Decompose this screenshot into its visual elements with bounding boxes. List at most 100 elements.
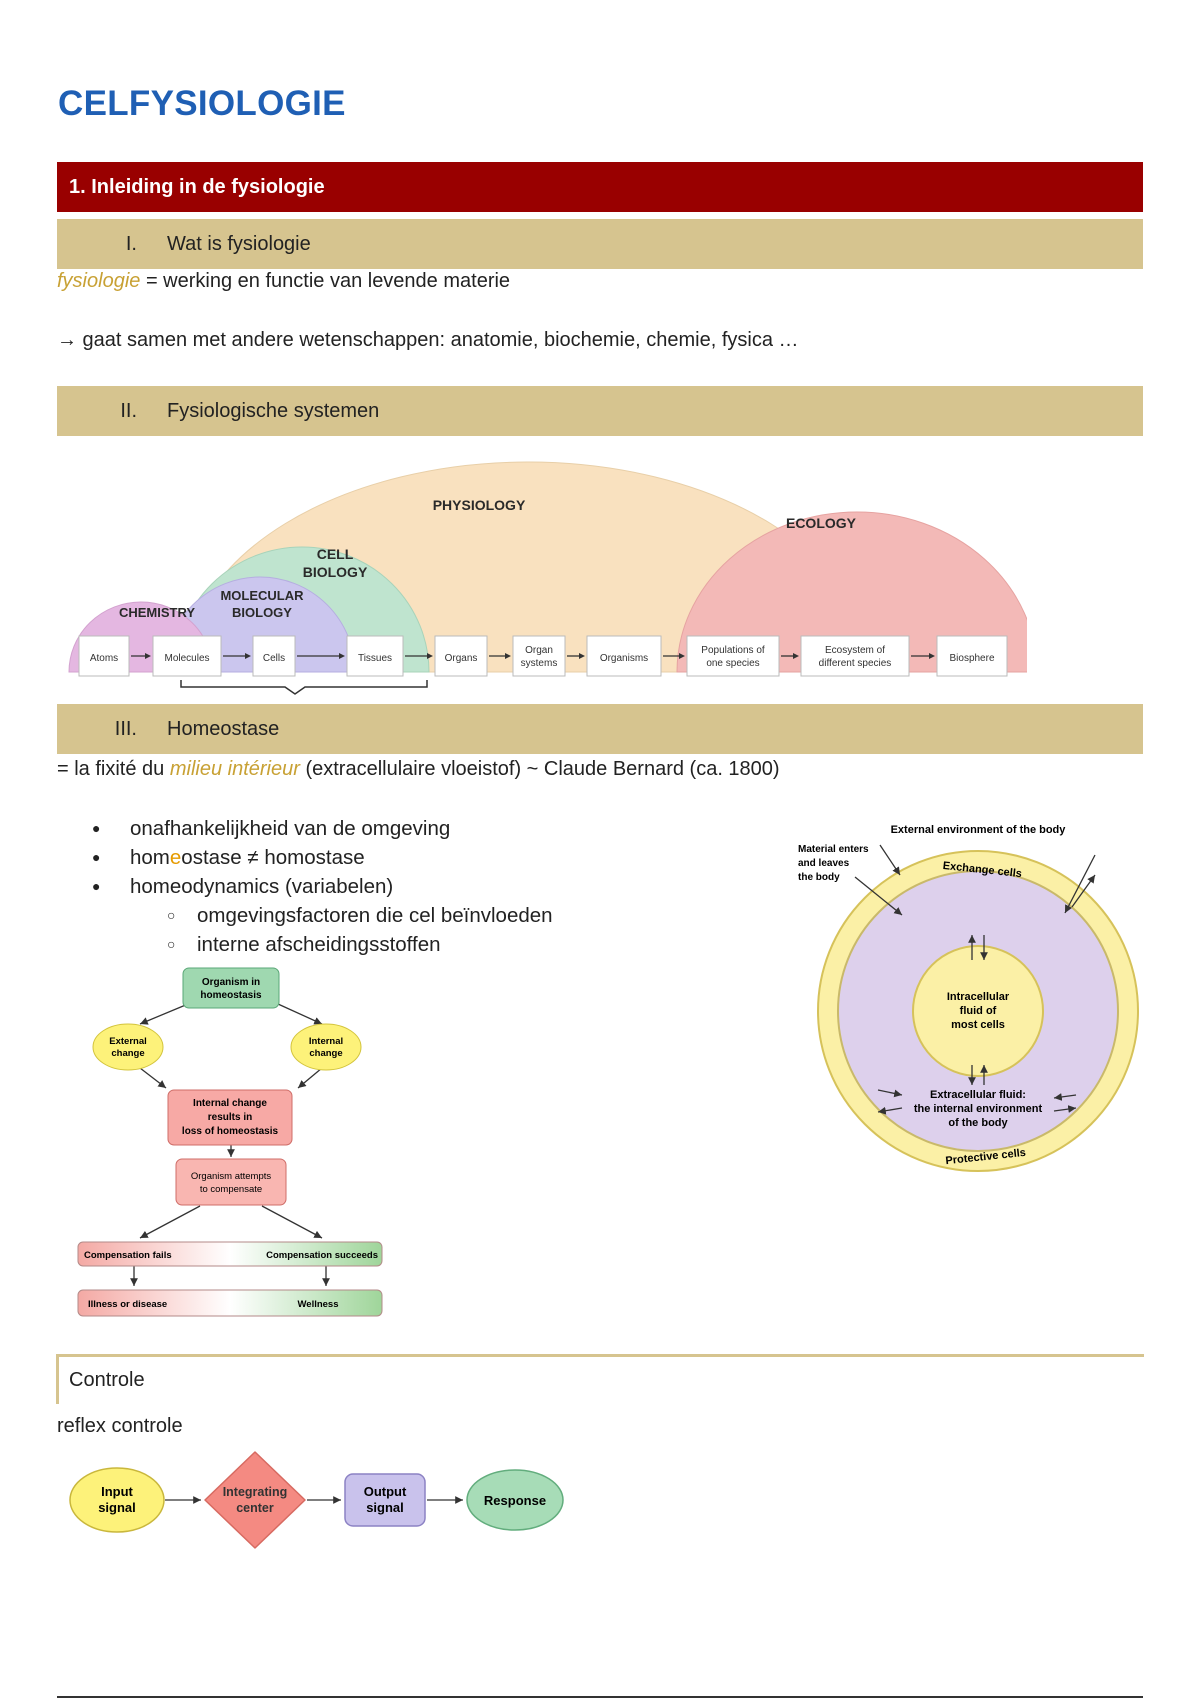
level-box [512,635,566,677]
flow-text: homeostasis [200,990,262,1001]
diagram-text: most cells [951,1019,1005,1031]
pathway-text: Integrating [223,1485,288,1499]
related-sciences-line: → gaat samen met andere wetenschappen: a… [57,329,799,351]
subheading-wat-is-fysiologie: I. Wat is fysiologie [57,219,1143,269]
subheading-label: Wat is fysiologie [167,232,311,255]
level-label: Tissues [358,653,392,664]
level-boxes: Atoms Molecules Cells Tissues Organs Organ sys… [78,635,1008,677]
definition-text: = werking en functie van levende materie [140,270,511,292]
subheading-number: III. [114,717,137,740]
level-label: different species [819,658,892,669]
diagram-text: of the body [948,1117,1008,1129]
definition-prefix: = la fixité du [57,758,170,780]
section-heading-1: 1. Inleiding in de fysiologie [57,162,1143,212]
subheading-label: Fysiologische systemen [167,399,380,422]
flow-text: Wellness [297,1299,338,1310]
level-box [434,635,488,677]
sub-bullet-text: omgevingsfactoren die cel beïnvloeden [197,904,553,927]
compensation-box [77,1241,383,1267]
arrow-head [793,653,799,659]
level-box [936,635,1008,677]
definition-suffix: (extracellulaire vloeistof) ~ Claude Ber… [299,758,780,780]
flow-text: change [309,1048,342,1059]
flow-text: results in [208,1112,252,1123]
pathway-text: center [236,1501,274,1515]
diagram-text: fluid of [960,1005,997,1017]
flow-text: Internal change [193,1098,267,1109]
label-molecular-biology: BIOLOGY [232,605,292,620]
diagram-text: the internal environment [914,1103,1043,1115]
label-physiology: PHYSIOLOGY [433,497,526,513]
flow-text: Internal [309,1036,343,1047]
arrow-head [145,653,151,659]
subheading-fysiologische-systemen: II. Fysiologische systemen [57,386,1143,436]
level-box [78,635,130,677]
reflex-control-text: reflex controle [57,1415,183,1437]
arrow-head [505,653,511,659]
level-box [800,635,910,677]
text-part: hom [130,846,170,869]
pathway-text: signal [366,1500,404,1515]
level-label: Organs [445,653,478,664]
subheading-number: I. [125,232,137,255]
response-oval [466,1469,564,1531]
bullet-item: ●homeostase ≠ homostase [92,843,553,872]
ecology-arc [676,511,1027,673]
pathway-text: Response [484,1493,546,1508]
level-label: Organ [525,645,553,656]
subheading-number: II. [120,399,137,422]
flow-text: Compensation fails [84,1250,172,1261]
definition-fysiologie: fysiologie = werking en functie van leve… [57,270,510,293]
flow-text: External [109,1036,147,1047]
flow-text: Compensation succeeds [266,1250,378,1261]
level-box [346,635,404,677]
level-box [586,635,662,677]
pathway-text: Output [364,1484,407,1499]
level-box [686,635,780,677]
homeostasis-flowchart: Organism in homeostasis External change … [77,967,383,1317]
definition-term: fysiologie [57,270,141,292]
subheading-label: Homeostase [167,717,280,740]
milieu-interieur-term: milieu intérieur [169,758,300,780]
diagram-text: the body [798,872,840,883]
levels-of-organization-diagram: PHYSIOLOGY ECOLOGY CELL BIOLOGY MOLECULA… [68,461,1027,695]
output-signal-box [344,1473,426,1527]
level-label: Cells [263,653,285,664]
bullet-item: ●onafhankelijkheid van de omgeving [92,814,553,843]
label-molecular: MOLECULAR [220,588,304,603]
diagram-text: Material enters [798,844,869,855]
bullet-item: ●homeodynamics (variabelen) [92,872,553,901]
level-label: Ecosystem of [825,645,885,656]
intracellular-fluid [912,945,1044,1077]
label-cell-biology: BIOLOGY [303,564,368,580]
bracket [180,680,428,695]
bullet-text: homeostase ≠ homostase [130,843,365,872]
arrow-head [245,653,251,659]
level-label: one species [706,658,759,669]
organism-homeostasis-box [182,967,280,1009]
level-label: Molecules [164,653,209,664]
level-label: Atoms [90,653,118,664]
diagram-text: External environment of the body [891,824,1067,836]
homeostasis-bullets: ●onafhankelijkheid van de omgeving ●home… [92,814,553,959]
label-chemistry: CHEMISTRY [119,605,195,620]
diagram-text: Extracellular fluid: [930,1089,1026,1101]
arrow-head [679,653,685,659]
arrow-head [929,653,935,659]
page-title: CELFYSIOLOGIE [58,84,346,123]
pathway-text: Input [101,1484,133,1499]
bullet-text: homeodynamics (variabelen) [130,875,394,898]
homeostasis-definition: = la fixité du milieu intérieur (extrace… [57,758,780,781]
body-compartments-diagram: External environment of the body Materia… [798,824,1139,1172]
page-bottom-rule [57,1696,1143,1698]
flow-text: change [111,1048,144,1059]
level-label: Populations of [701,645,765,656]
compensate-box [175,1158,287,1206]
level-label: systems [521,658,558,669]
sub-bullet-item: ○omgevingsfactoren die cel beïnvloeden [92,901,553,930]
label-cell: CELL [317,546,354,562]
diagram-text: Intracellular [947,991,1010,1003]
outcome-box [77,1289,383,1317]
arrow-head [339,653,345,659]
